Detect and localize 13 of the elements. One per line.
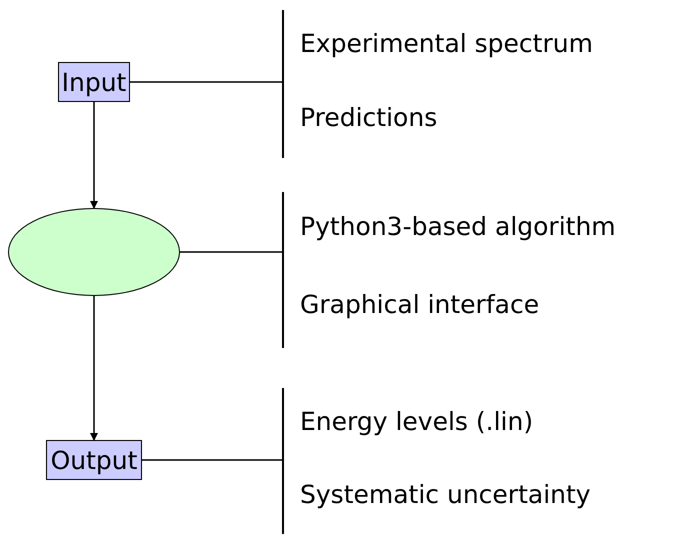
arrow bbox=[90, 296, 98, 441]
connector-line bbox=[180, 251, 282, 253]
note-text: Python3-based algorithm bbox=[300, 212, 616, 242]
note-text: Predictions bbox=[300, 103, 438, 132]
process-box: Input bbox=[58, 62, 130, 102]
connector-line bbox=[130, 81, 282, 83]
arrow bbox=[90, 102, 98, 209]
note-text: Graphical interface bbox=[300, 290, 540, 320]
connector-line bbox=[142, 459, 282, 461]
note-text: Energy levels (.lin) bbox=[300, 406, 534, 436]
note-text: Systematic uncertainty bbox=[300, 480, 591, 509]
note-text: Experimental spectrum bbox=[300, 29, 593, 58]
process-box: Output bbox=[46, 440, 142, 480]
